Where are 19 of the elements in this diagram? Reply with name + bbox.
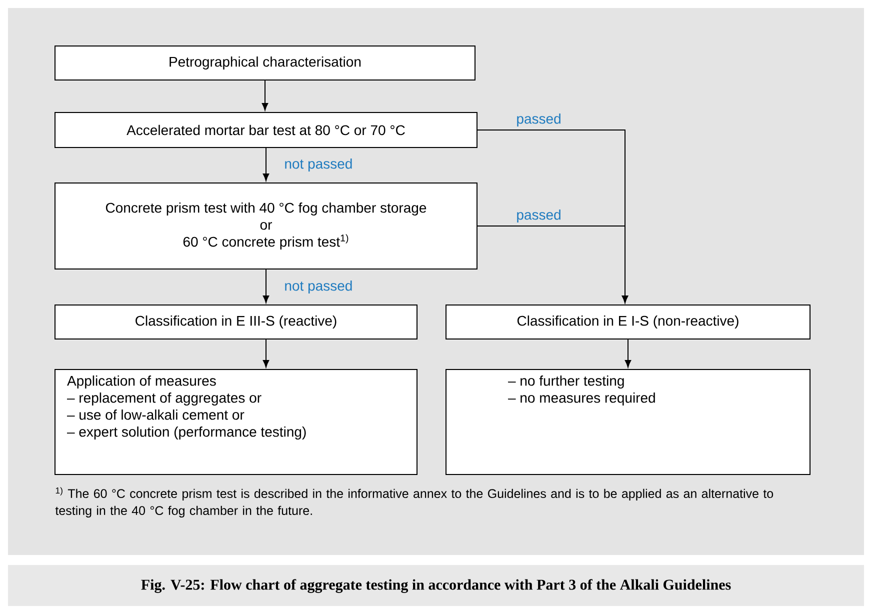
figure-caption: Fig. V-25: Flow chart of aggregate testing in accordance with Part 3 of the Alkali Guidelines <box>141 579 731 593</box>
process-box: Accelerated mortar bar test at 80 °C or 70 °C <box>54 112 478 148</box>
process-box: Petrographical characterisation <box>54 46 476 80</box>
process-box: Concrete prism test with 40 °C fog chamber storage or 60 °C concrete prism test$^{1)}$ <box>54 182 478 270</box>
arrow <box>262 339 270 368</box>
footnote: $^{1)}$ The 60 °C concrete prism test is described in the informative annex to the Guidelines and is to be applied as an alternative to testing in the 40 °C fog chamber in the future. <box>55 487 774 518</box>
process-box: Application of measures – replacement of aggregates or – use of low-alkali cement or – expert solution (performance testing) <box>54 369 418 475</box>
arrow <box>477 226 628 303</box>
arrow <box>262 148 270 182</box>
process-box: – no further testing – no measures required <box>446 369 810 475</box>
edge-label: passed <box>515 112 562 128</box>
edge-label: not passed <box>283 157 354 173</box>
arrow <box>262 80 268 110</box>
arrow <box>262 269 270 303</box>
process-box: Classification in E III-S (reactive) <box>54 304 418 340</box>
process-box: Classification in E I-S (non-reactive) <box>446 304 810 340</box>
edge-label: not passed <box>283 279 354 295</box>
arrow <box>624 339 632 368</box>
edge-label: passed <box>515 208 562 224</box>
